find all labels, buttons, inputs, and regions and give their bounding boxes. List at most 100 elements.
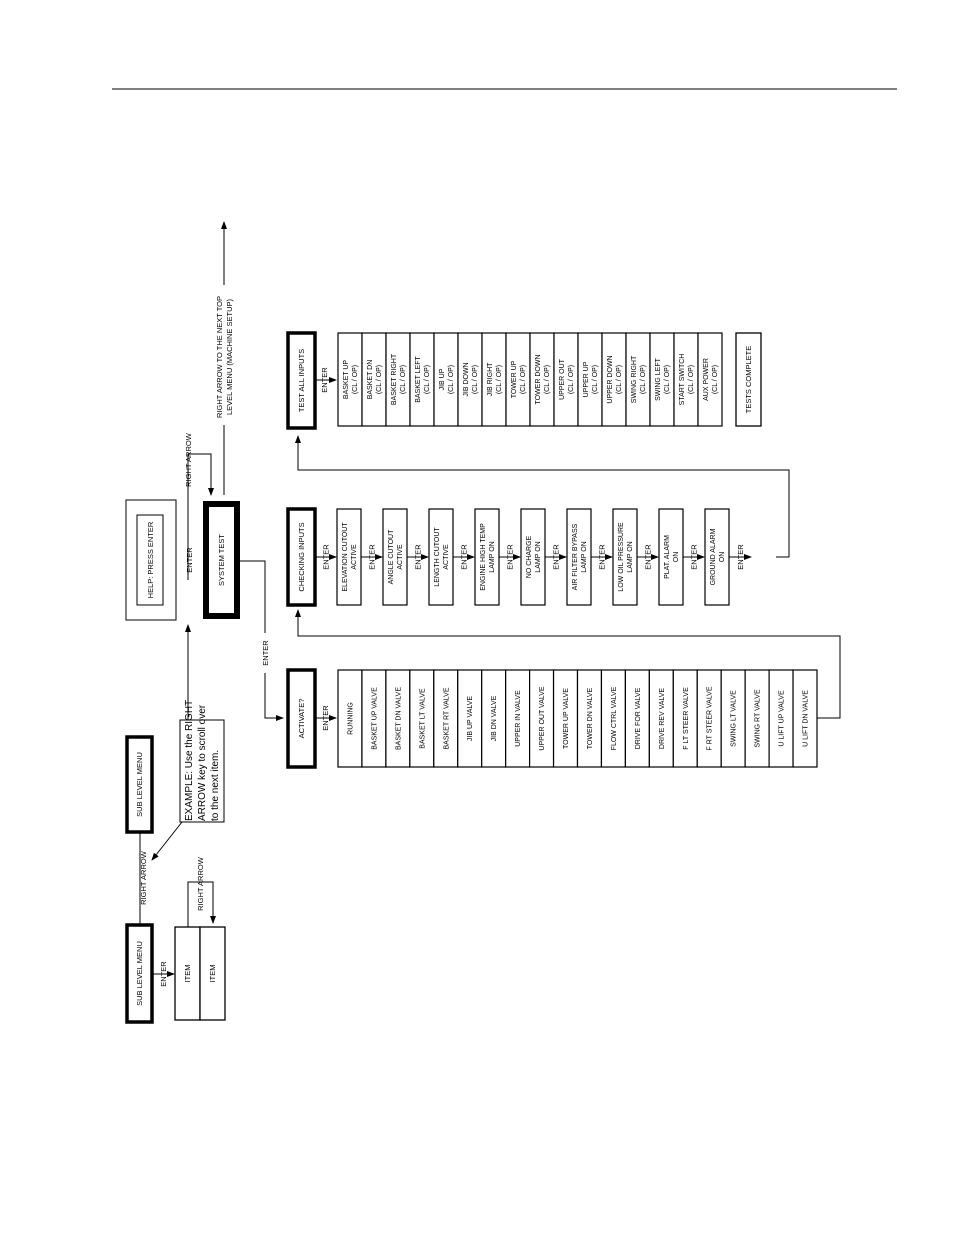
checking-item-box bbox=[474, 508, 500, 606]
activate-box bbox=[286, 668, 317, 769]
test-all-item-line-2: (CL / OP) bbox=[688, 365, 695, 394]
checking-to-test-all-connector bbox=[295, 435, 790, 558]
checking-item-line-1: LENGTH CUTOUT bbox=[434, 527, 441, 587]
checking-item-line-2: ON bbox=[673, 552, 680, 563]
activate-enter-label: ENTER bbox=[321, 705, 330, 731]
example-note-box bbox=[179, 719, 225, 823]
system-test-right-arrow-label: RIGHT ARROW bbox=[184, 432, 193, 487]
item-right-arrow-label: RIGHT ARROW bbox=[196, 856, 205, 911]
activate-item-label: JIB UP VALVE bbox=[467, 696, 474, 741]
checking-item-line-1: ENGINE HIGH TEMP bbox=[480, 523, 487, 591]
test-all-inputs-item-list: BASKET UP(CL / OP)BASKET DN(CL / OP)BASK… bbox=[337, 332, 723, 427]
checking-item-box bbox=[382, 508, 408, 606]
next-top-label-line-2: LEVEL MENU (MACHINE SETUP) bbox=[225, 299, 234, 415]
test-all-item-box bbox=[361, 332, 387, 427]
activate-item-label: UPPER IN VALVE bbox=[515, 690, 522, 747]
test-all-item-box bbox=[577, 332, 603, 427]
checking-enter-label: ENTER bbox=[322, 544, 331, 570]
test-all-item-line-2: (CL / OP) bbox=[376, 365, 383, 394]
test-all-item-line-1: AUX POWER bbox=[703, 358, 710, 401]
checking-item-line-1: PLAT. ALARM bbox=[664, 535, 671, 579]
item-label-1: ITEM bbox=[183, 965, 192, 983]
sub-level-enter-label: ENTER bbox=[159, 961, 168, 987]
test-all-item-box bbox=[601, 332, 627, 427]
test-all-item-line-1: SWING LEFT bbox=[655, 357, 662, 401]
help-enter-label: ENTER bbox=[185, 547, 194, 573]
checking-item-line-2: ACTIVE bbox=[351, 544, 358, 570]
activate-item-label: DRIVE REV VALVE bbox=[659, 688, 666, 750]
checking-item-line-1: NO CHARGE bbox=[526, 535, 533, 578]
activate-item-label: RUNNING bbox=[347, 702, 354, 735]
checking-enter-label: ENTER bbox=[414, 544, 423, 570]
test-all-enter-label: ENTER bbox=[320, 367, 329, 393]
test-all-item-box bbox=[385, 332, 411, 427]
test-all-item-line-1: UPPER UP bbox=[583, 361, 590, 397]
test-all-item-box bbox=[457, 332, 483, 427]
system-test-box bbox=[203, 501, 240, 619]
checking-item-box bbox=[658, 508, 684, 606]
test-all-item-line-2: (CL / OP) bbox=[664, 365, 671, 394]
test-all-inputs-title: TEST ALL INPUTS bbox=[297, 349, 306, 412]
tests-complete-label: TESTS COMPLETE bbox=[744, 346, 753, 414]
item-label-2: ITEM bbox=[208, 965, 217, 983]
example-line-3: to the next item. bbox=[210, 750, 221, 821]
sub-level-menu-label-2: SUB LEVEL MENU bbox=[135, 752, 144, 817]
test-all-item-line-1: START SWITCH bbox=[679, 354, 686, 406]
checking-item-line-2: ACTIVE bbox=[443, 544, 450, 570]
item-right-arrow-connector bbox=[187, 881, 216, 927]
checking-enter-label: ENTER bbox=[368, 544, 377, 570]
test-all-item-line-1: JIB DOWN bbox=[463, 362, 470, 396]
activate-item-label: SWING RT VALVE bbox=[755, 689, 762, 748]
test-all-item-line-2: (CL / OP) bbox=[592, 365, 599, 394]
sub-level-menu-box-2 bbox=[125, 735, 154, 834]
help-inner-box bbox=[136, 514, 164, 606]
test-all-item-line-2: (CL / OP) bbox=[544, 365, 551, 394]
test-all-item-line-1: TOWER DOWN bbox=[535, 354, 542, 404]
test-all-item-line-2: (CL / OP) bbox=[400, 365, 407, 394]
test-all-item-line-2: (CL / OP) bbox=[448, 365, 455, 394]
test-all-item-box bbox=[433, 332, 459, 427]
test-all-item-line-2: (CL / OP) bbox=[712, 365, 719, 394]
system-test-enter-bg bbox=[258, 633, 272, 673]
test-all-item-line-2: (CL / OP) bbox=[520, 365, 527, 394]
test-all-item-line-1: UPPER DOWN bbox=[607, 355, 614, 403]
activate-item-label: SWING LT VALVE bbox=[731, 690, 738, 747]
test-all-item-line-2: (CL / OP) bbox=[640, 365, 647, 394]
checking-item-line-2: ON bbox=[719, 552, 726, 563]
checking-item-box bbox=[520, 508, 546, 606]
example-pointer-line bbox=[151, 821, 183, 861]
next-top-label-bg bbox=[214, 285, 236, 425]
checking-enter-label: ENTER bbox=[460, 544, 469, 570]
system-test-right-arrow-connector bbox=[187, 453, 214, 500]
activate-item-label: TOWER DN VALVE bbox=[587, 687, 594, 749]
activate-item-label: BASKET DN VALVE bbox=[395, 687, 402, 750]
test-all-item-line-1: BASKET LEFT bbox=[415, 356, 422, 403]
checking-item-line-2: LAMP ON bbox=[535, 541, 542, 572]
checking-item-box bbox=[612, 508, 638, 606]
system-test-enter-label: ENTER bbox=[261, 640, 270, 666]
checking-item-line-2: ACTIVE bbox=[397, 544, 404, 570]
test-all-item-line-1: TOWER UP bbox=[511, 360, 518, 398]
help-label: HELP: PRESS ENTER bbox=[146, 521, 155, 598]
checking-enter-label: ENTER bbox=[690, 544, 699, 570]
test-all-item-line-2: (CL / OP) bbox=[424, 365, 431, 394]
test-all-item-box bbox=[697, 332, 723, 427]
test-all-item-box bbox=[505, 332, 531, 427]
checking-enter-label: ENTER bbox=[506, 544, 515, 570]
checking-enter-label: ENTER bbox=[644, 544, 653, 570]
test-all-item-line-1: SWING RIGHT bbox=[631, 355, 638, 403]
test-all-item-line-1: BASKET DN bbox=[367, 360, 374, 400]
test-all-item-line-2: (CL / OP) bbox=[496, 365, 503, 394]
test-all-item-box bbox=[673, 332, 699, 427]
activate-item-label: TOWER UP VALVE bbox=[563, 688, 570, 749]
activate-to-checking-connector bbox=[295, 609, 841, 719]
next-top-label-line-1: RIGHT ARROW TO THE NEXT TOP bbox=[215, 296, 224, 418]
test-all-item-line-1: JIB UP bbox=[439, 368, 446, 390]
activate-item-label: U LIFT UP VALVE bbox=[779, 690, 786, 747]
activate-item-label: F RT STEER VALVE bbox=[707, 686, 714, 750]
system-test-label: SYSTEM TEST bbox=[217, 534, 226, 586]
test-all-item-line-2: (CL / OP) bbox=[352, 365, 359, 394]
